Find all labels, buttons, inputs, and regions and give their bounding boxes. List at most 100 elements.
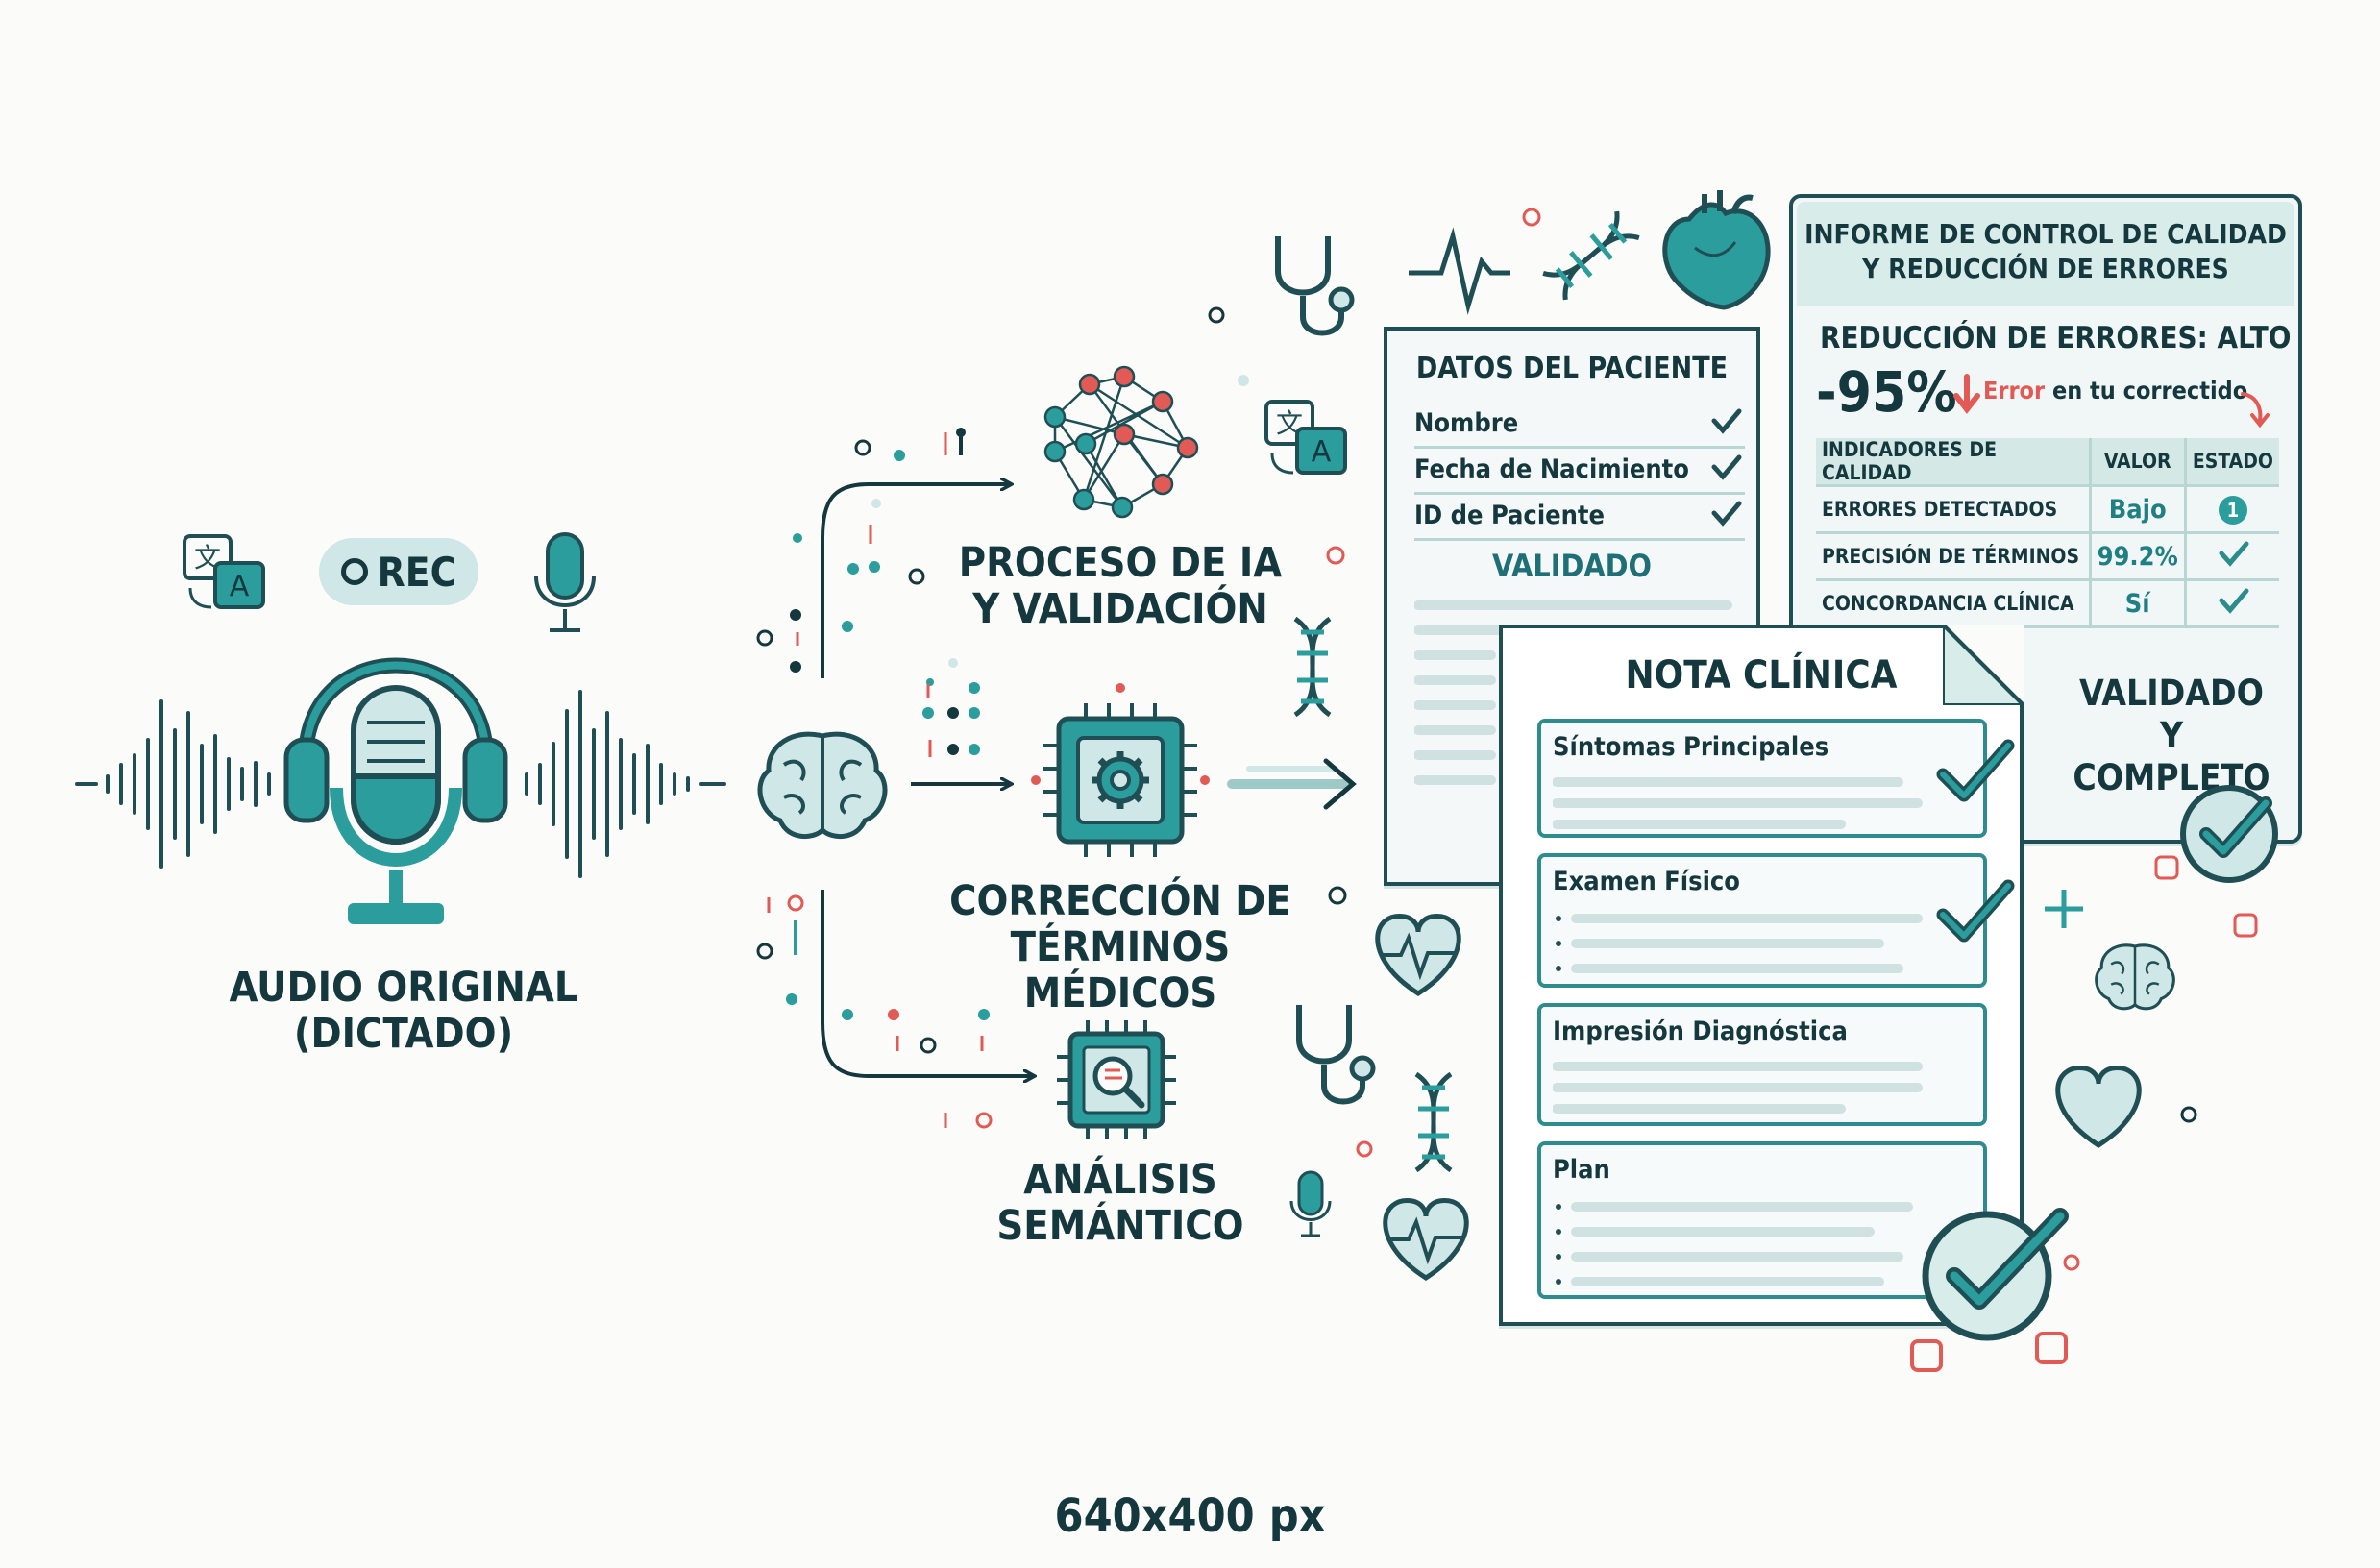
clinical-note-title: NOTA CLÍNICA xyxy=(1625,653,1898,698)
status-cell xyxy=(2183,579,2279,628)
status-cell: 1 xyxy=(2183,485,2279,534)
term-correction-label: CORRECCIÓN DE TÉRMINOS MÉDICOS xyxy=(909,878,1332,1017)
check-icon xyxy=(1936,879,2015,943)
patient-field-row: Fecha de Nacimiento xyxy=(1414,448,1745,495)
patient-field-row: Nombre xyxy=(1414,402,1745,449)
label-line: SEMÁNTICO xyxy=(996,1202,1244,1251)
dna-icon xyxy=(1295,619,1330,715)
quality-report-title: INFORME DE CONTROL DE CALIDAD Y REDUCCIÓ… xyxy=(1797,202,2294,306)
placeholder-text-lines xyxy=(1553,777,1923,829)
heart-pulse-icon xyxy=(1386,1200,1467,1278)
semantic-analysis-label: ANÁLISIS SEMÁNTICO xyxy=(961,1157,1280,1249)
label-line: ANÁLISIS xyxy=(1023,1156,1217,1204)
error-reduction-label: REDUCCIÓN DE ERRORES: ALTO xyxy=(1820,321,2292,355)
validated-complete-label: VALIDADO Y COMPLETO xyxy=(2066,673,2277,799)
brain-icon xyxy=(760,734,885,836)
report-title-line: INFORME DE CONTROL DE CALIDAD xyxy=(1804,218,2287,250)
check-icon xyxy=(2219,541,2249,567)
headphones-microphone-icon xyxy=(283,657,508,924)
report-title-line: Y REDUCCIÓN DE ERRORES xyxy=(1862,253,2229,284)
placeholder-text-lines xyxy=(1553,1062,1923,1114)
status-cell xyxy=(2183,532,2279,581)
rec-badge: REC xyxy=(319,538,478,605)
brain-icon xyxy=(2095,943,2175,1011)
value-cell: Sí xyxy=(2088,579,2186,628)
placeholder-bullet-lines xyxy=(1556,1202,1913,1286)
dna-icon xyxy=(1543,211,1639,300)
value-cell: 99.2% xyxy=(2088,532,2186,581)
big-arrow-icon xyxy=(1227,758,1357,810)
check-icon xyxy=(2219,588,2249,614)
microphone-icon xyxy=(1289,1170,1332,1237)
note-section-physical-exam: Examen Físico xyxy=(1537,853,1987,988)
section-title: Impresión Diagnóstica xyxy=(1553,1017,1848,1046)
record-icon xyxy=(340,558,368,585)
down-right-arrow-icon xyxy=(2241,392,2270,429)
image-size-caption: 640x400 px xyxy=(1054,1489,1326,1543)
label-line: PROCESO DE IA xyxy=(958,539,1283,587)
label-line: CORRECCIÓN DE xyxy=(949,877,1291,925)
patient-data-title: DATOS DEL PACIENTE xyxy=(1415,352,1729,385)
audio-original-label: AUDIO ORIGINAL (DICTADO) xyxy=(192,965,615,1057)
table-row: ERRORES DETECTADOS Bajo 1 xyxy=(1816,485,2279,534)
translate-icon xyxy=(183,534,265,609)
neural-network-icon xyxy=(1043,365,1199,519)
check-icon xyxy=(1711,408,1742,434)
section-title: Plan xyxy=(1553,1155,1610,1185)
heart-icon xyxy=(2055,1066,2142,1148)
info-1-icon: 1 xyxy=(2218,496,2247,525)
clinical-note-document: NOTA CLÍNICA Síntomas Principales Examen… xyxy=(1499,625,2024,1326)
check-circle-icon xyxy=(1922,1208,2069,1341)
label-line: Y VALIDACIÓN xyxy=(972,585,1268,634)
note-section-symptoms: Síntomas Principales xyxy=(1537,719,1987,838)
patient-field-label: Fecha de Nacimiento xyxy=(1414,454,1689,484)
quality-indicators-table: INDICADORES DE CALIDAD VALOR ESTADO ERRO… xyxy=(1816,438,2279,628)
anatomical-heart-icon xyxy=(1662,190,1771,310)
check-icon xyxy=(1711,501,1742,527)
ai-process-label: PROCESO DE IA Y VALIDACIÓN xyxy=(928,540,1313,632)
page-fold-icon xyxy=(1943,625,2024,705)
error-word: Error xyxy=(1983,377,2046,404)
column-header: INDICADORES DE CALIDAD xyxy=(1816,438,2091,487)
error-note: Error en tu correctido xyxy=(1983,377,2247,404)
note-section-plan: Plan xyxy=(1537,1141,1987,1299)
table-row: PRECISIÓN DE TÉRMINOS 99.2% xyxy=(1816,532,2279,581)
check-icon xyxy=(1711,454,1742,480)
label-line: AUDIO ORIGINAL xyxy=(229,964,578,1012)
section-title: Síntomas Principales xyxy=(1553,732,1829,762)
indicator-cell: PRECISIÓN DE TÉRMINOS xyxy=(1816,532,2091,581)
value-cell: Bajo xyxy=(2088,485,2186,534)
translate-icon xyxy=(1264,400,1347,475)
patient-field-label: ID de Paciente xyxy=(1414,501,1606,530)
table-header-row: INDICADORES DE CALIDAD VALOR ESTADO xyxy=(1816,438,2279,487)
processor-gear-icon xyxy=(1031,683,1210,857)
flow-arrows xyxy=(821,484,1034,1076)
indicator-cell: CONCORDANCIA CLÍNICA xyxy=(1816,579,2091,628)
decorative-dots xyxy=(756,208,2258,1372)
heart-pulse-icon xyxy=(1378,916,1460,993)
rec-label: REC xyxy=(377,548,457,596)
patient-field-label: Nombre xyxy=(1414,408,1519,438)
stethoscope-icon xyxy=(1278,236,1352,333)
note-section-diagnostic-impression: Impresión Diagnóstica xyxy=(1537,1003,1987,1126)
check-circle-icon xyxy=(2180,785,2278,883)
check-icon xyxy=(1936,739,2015,802)
patient-field-row: ID de Paciente xyxy=(1414,494,1745,541)
column-header: VALOR xyxy=(2088,438,2186,487)
label-line: (DICTADO) xyxy=(293,1010,514,1059)
placeholder-bullet-lines xyxy=(1556,914,1923,973)
heartbeat-line-icon xyxy=(1409,227,1510,315)
indicator-cell: ERRORES DETECTADOS xyxy=(1816,485,2091,534)
section-title: Examen Físico xyxy=(1553,867,1740,896)
error-reduction-value: -95% xyxy=(1816,359,1957,425)
label-line: TÉRMINOS MÉDICOS xyxy=(1010,923,1231,1018)
microphone-icon xyxy=(534,532,596,632)
label-line: VALIDADO xyxy=(2079,673,2264,714)
quality-report-panel: INFORME DE CONTROL DE CALIDAD Y REDUCCIÓ… xyxy=(1789,194,2302,844)
dna-icon xyxy=(1416,1074,1451,1170)
audio-waveform xyxy=(75,690,726,878)
down-arrow-icon xyxy=(1953,374,1980,414)
patient-validated-status: VALIDADO xyxy=(1492,548,1652,584)
stethoscope-icon xyxy=(1299,1005,1373,1102)
